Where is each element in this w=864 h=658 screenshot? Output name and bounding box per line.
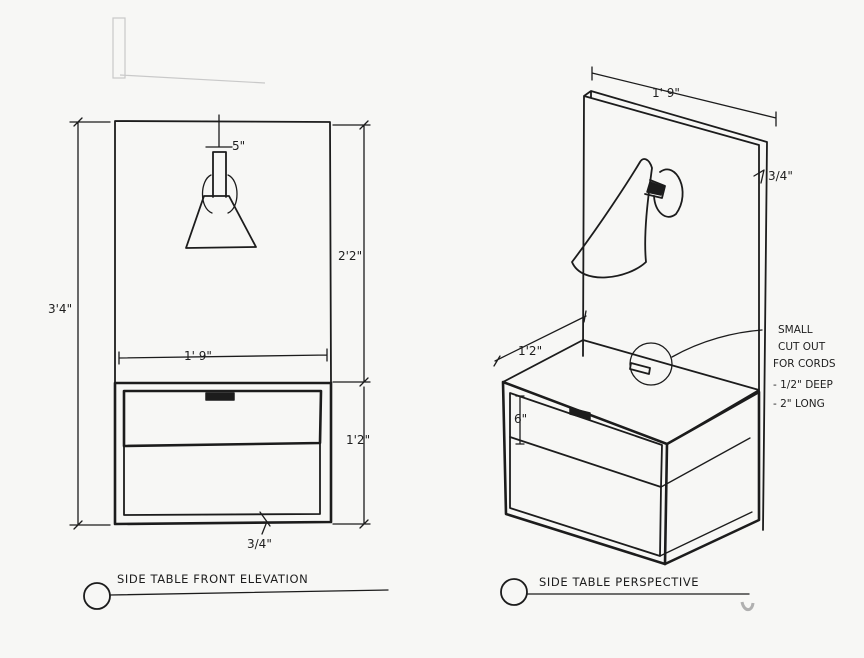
title-marker-circle xyxy=(500,578,528,606)
note-line: - 1/2" DEEP xyxy=(773,379,833,391)
perspective-drawing xyxy=(501,90,768,566)
open-shelf xyxy=(123,442,321,516)
perspective-dimension-lines xyxy=(493,66,777,445)
front-dimension-labels: 5" 2'2" 3'4" 1' 9" 1'2" 3/4" xyxy=(48,139,370,551)
perspective-lamp-shade xyxy=(571,158,653,279)
backboard-outline xyxy=(114,120,332,384)
dim-total-height: 3'4" xyxy=(48,302,72,316)
dim-perspective-width: 1' 9" xyxy=(652,86,680,100)
perspective-lamp-mount xyxy=(653,168,684,218)
drawer-handle xyxy=(205,392,235,401)
perspective-dimension-labels: 1' 9" 3/4" 1'2" 6" xyxy=(514,86,793,426)
lamp-shade xyxy=(185,195,257,249)
title-marker-circle xyxy=(83,582,111,610)
perspective-drawer-handle xyxy=(569,407,591,420)
front-title-block: SIDE TABLE FRONT ELEVATION xyxy=(83,572,389,610)
dim-drawer-height: 6" xyxy=(514,412,527,426)
dim-perspective-thickness: 3/4" xyxy=(768,169,793,183)
perspective-backboard xyxy=(582,90,768,531)
table-box xyxy=(113,381,333,526)
lamp-mount xyxy=(212,151,227,198)
note-line: FOR CORDS xyxy=(773,358,836,370)
dim-table-height: 1'2" xyxy=(346,433,370,447)
perspective-title: SIDE TABLE PERSPECTIVE xyxy=(539,575,699,589)
dim-upper-height: 2'2" xyxy=(338,249,362,263)
front-elevation-title: SIDE TABLE FRONT ELEVATION xyxy=(117,572,308,586)
dim-thickness: 3/4" xyxy=(247,537,272,551)
cord-cutout xyxy=(629,362,651,375)
front-elevation-drawing xyxy=(113,120,333,526)
perspective-title-block: SIDE TABLE PERSPECTIVE xyxy=(500,575,755,612)
dim-lamp-width: 5" xyxy=(232,139,245,153)
perspective-front-face xyxy=(501,380,669,566)
note-line: CUT OUT xyxy=(778,341,826,353)
note-line: SMALL xyxy=(778,324,813,336)
dim-width: 1' 9" xyxy=(184,349,212,363)
cutout-note: SMALL CUT OUT FOR CORDS - 1/2" DEEP - 2"… xyxy=(773,324,836,410)
front-dimension-lines xyxy=(69,114,371,535)
cutout-callout-circle xyxy=(629,342,673,386)
dim-perspective-depth: 1'2" xyxy=(518,344,542,358)
note-line: - 2" LONG xyxy=(773,398,825,410)
scan-artifact xyxy=(112,17,266,84)
